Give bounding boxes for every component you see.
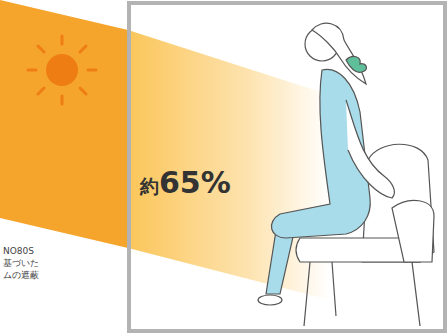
footnote-text: 基づいた [3, 258, 39, 269]
outdoor-sunlight [0, 0, 128, 248]
footnote-text: NO80S [3, 246, 34, 257]
sun-icon [28, 36, 96, 104]
room-frame [129, 3, 445, 331]
footnote-text: ムの遮蔽 [3, 270, 39, 281]
woman-figure [258, 23, 394, 305]
shading-percentage: 約65% [140, 166, 231, 203]
